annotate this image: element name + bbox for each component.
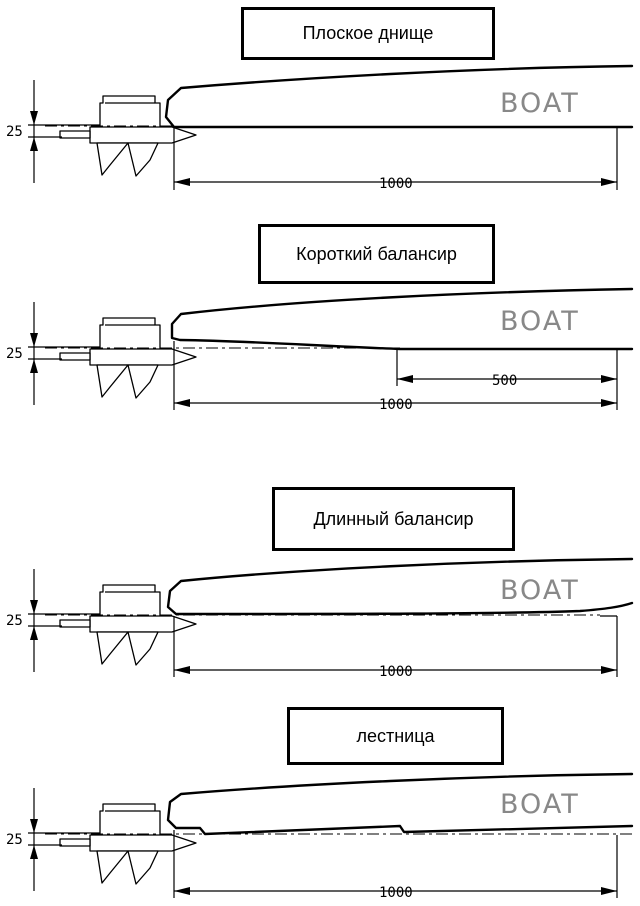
length-dim-label: 1000 [379,664,413,680]
panel-title-flat-bottom: Плоское днище [241,7,495,60]
panel-title-stepped: лестница [287,707,504,765]
outboard-motor-icon [59,803,197,885]
height-dim-label: 25 [6,124,23,140]
hull-outline [166,557,634,616]
panel-short-balancer: 25 BOAT 500 1000 [6,287,634,413]
hull-outline [164,64,634,129]
height-dim-label: 25 [6,832,23,848]
panel-long-balancer: 25 BOAT 1000 [6,557,634,680]
height-dim-label: 25 [6,613,23,629]
hull-outline [166,772,634,836]
outboard-motor-icon [59,317,197,399]
outboard-motor-icon [59,95,197,177]
length-dim-label: 1000 [379,885,413,901]
partial-dim-label: 500 [492,373,517,389]
outboard-motor-icon [59,584,197,666]
length-dim-label: 1000 [379,176,413,192]
boat-label: BOAT [500,306,580,337]
panel-title-long-balancer: Длинный балансир [272,487,515,551]
boat-label: BOAT [500,88,580,119]
panel-stepped: 25 BOAT 1000 [6,772,634,901]
length-dim-label: 1000 [379,397,413,413]
hull-outline [170,287,634,351]
panel-flat-bottom: 25 BOAT 1000 [6,64,634,192]
panel-title-short-balancer: Короткий балансир [258,224,495,284]
height-dim-label: 25 [6,346,23,362]
boat-label: BOAT [500,789,580,820]
boat-label: BOAT [500,575,580,606]
